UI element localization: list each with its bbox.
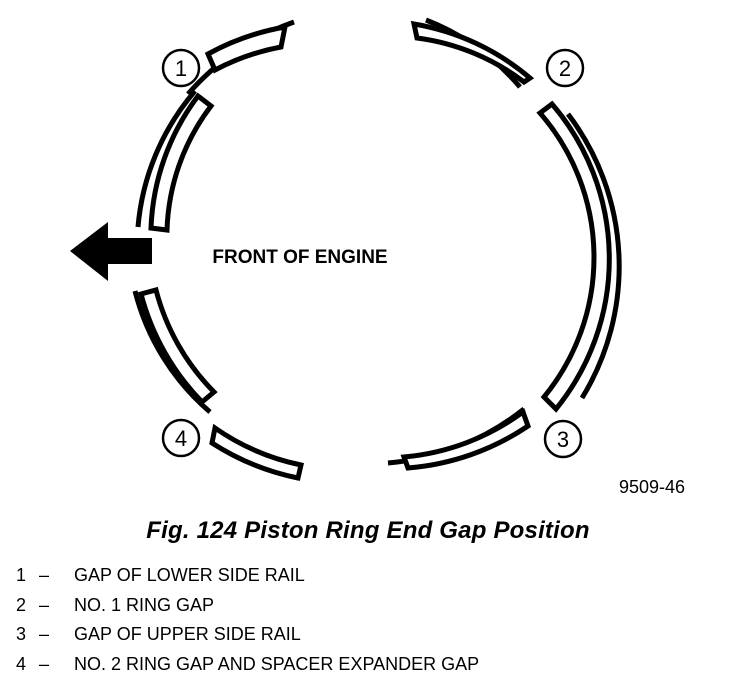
legend-separator: – <box>39 653 50 674</box>
legend-separator: – <box>39 594 50 615</box>
gap-markers: 1 2 3 4 <box>161 48 585 459</box>
legend-item: 4 – NO. 2 RING GAP AND SPACER EXPANDER G… <box>16 650 479 680</box>
legend-text: GAP OF LOWER SIDE RAIL <box>74 565 305 585</box>
legend-item: 3 – GAP OF UPPER SIDE RAIL <box>16 620 479 650</box>
rail-segment-right <box>536 100 612 413</box>
legend-text: GAP OF UPPER SIDE RAIL <box>74 624 301 644</box>
marker-1-label: 1 <box>175 56 187 81</box>
legend-number: 4 <box>16 653 27 674</box>
marker-4-label: 4 <box>175 426 187 451</box>
legend-separator: – <box>39 565 50 585</box>
ring-arc-right <box>566 112 622 400</box>
rail-segment-1 <box>204 23 289 74</box>
legend-item: 2 – NO. 1 RING GAP <box>16 591 479 621</box>
front-arrow <box>70 222 152 281</box>
ring-rail-segments <box>137 20 612 481</box>
legend-number: 2 <box>16 594 27 615</box>
figure-code: 9509-46 <box>619 477 685 497</box>
marker-3-label: 3 <box>557 427 569 452</box>
marker-3: 3 <box>543 419 583 459</box>
rail-segment-left-lower <box>137 286 218 406</box>
marker-2: 2 <box>545 48 585 88</box>
legend-text: NO. 2 RING GAP AND SPACER EXPANDER GAP <box>74 653 480 674</box>
ring-arc-left <box>135 89 197 228</box>
marker-1: 1 <box>161 48 201 88</box>
rail-segment-left-upper <box>148 92 215 233</box>
rail-segment-3 <box>400 407 532 471</box>
rail-segment-4 <box>209 423 305 481</box>
legend-separator: – <box>39 624 50 644</box>
legend-item: 1 – GAP OF LOWER SIDE RAIL <box>16 561 479 591</box>
rail-segment-2 <box>410 20 535 86</box>
front-of-engine-label: FRONT OF ENGINE <box>212 247 387 268</box>
legend-number: 1 <box>16 565 27 585</box>
legend-list: 1 – GAP OF LOWER SIDE RAIL 2 – NO. 1 RIN… <box>16 561 479 679</box>
marker-2-label: 2 <box>559 56 571 81</box>
legend-text: NO. 1 RING GAP <box>74 594 215 615</box>
arrow-icon <box>70 222 152 281</box>
marker-4: 4 <box>161 418 201 458</box>
figure-caption: Fig. 124 Piston Ring End Gap Position <box>146 517 590 544</box>
legend-number: 3 <box>16 624 27 644</box>
